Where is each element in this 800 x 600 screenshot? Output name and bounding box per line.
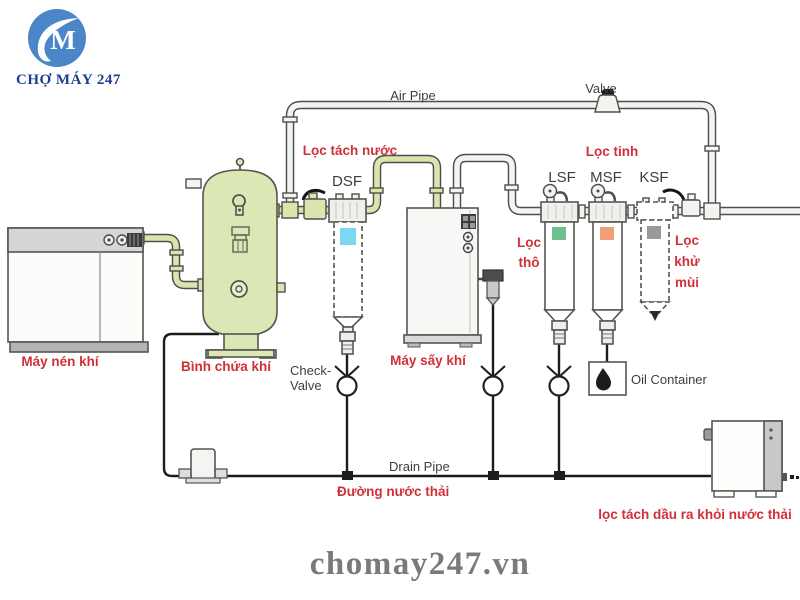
- check-valve-dsf: [334, 365, 360, 397]
- air-tank: [185, 157, 286, 359]
- air-pipe: [282, 105, 720, 212]
- valve-label: Valve: [585, 81, 617, 96]
- ksf-label: KSF: [639, 169, 668, 186]
- ksf-filter: [636, 197, 674, 321]
- oil-water-separator-label: lọc tách dầu ra khỏi nước thải: [598, 507, 791, 522]
- fine-filter-label: Lọc tinh: [586, 144, 639, 159]
- drain-tee: [554, 471, 565, 480]
- drain-tee: [488, 471, 499, 480]
- tank-outlet-tee: [281, 201, 299, 219]
- drain-tee: [342, 471, 353, 480]
- lsf-label: LSF: [548, 169, 576, 186]
- lsf-filter: [540, 183, 579, 345]
- odor-filter-label-1: Lọc: [675, 233, 699, 248]
- logo: M: [28, 9, 86, 67]
- oil-container-label: Oil Container: [631, 372, 708, 387]
- drain-pipe-label: Drain Pipe: [389, 459, 450, 474]
- auto-drain-unit: [178, 448, 228, 484]
- oil-water-separator: [703, 420, 799, 498]
- check-valve-lsf: [546, 365, 572, 397]
- msf-filter: [588, 183, 627, 345]
- water-trap-filter-label: Lọc tách nước: [303, 143, 398, 158]
- dryer-side-filter: [478, 269, 504, 306]
- check-valve-label-2: Valve: [290, 378, 322, 393]
- logo-swoosh: [37, 18, 79, 62]
- air-pipe-valve-icon: [594, 89, 621, 113]
- coarse-filter-label-1: Lọc: [517, 235, 541, 250]
- ksf-outlet-valve-icon: [662, 188, 701, 217]
- air-tank-label: Bình chứa khí: [181, 359, 272, 374]
- website-footer: chomay247.vn: [310, 546, 531, 582]
- oil-container: [588, 361, 627, 396]
- air-pipe-label: Air Pipe: [390, 88, 436, 103]
- dsf-indicator: [340, 228, 356, 245]
- dsf-filter: [328, 193, 367, 355]
- brand-name: CHỢ MÁY 247: [16, 71, 121, 88]
- check-valve-label-1: Check-: [290, 363, 331, 378]
- lsf-indicator: [552, 227, 566, 240]
- ksf-indicator: [647, 226, 661, 239]
- msf-label: MSF: [590, 169, 622, 186]
- check-valve-dryer: [480, 365, 506, 397]
- dryer-to-filters-pipe: [449, 158, 800, 219]
- air-dryer: [403, 207, 482, 348]
- msf-indicator: [600, 227, 614, 240]
- oil-drop-icon: [596, 368, 611, 391]
- coarse-filter-label-2: thô: [519, 255, 540, 270]
- drain-system: [162, 304, 711, 480]
- tank-drain-port: [230, 280, 248, 298]
- odor-filter-label-2: khử: [674, 254, 700, 269]
- drain-pipe-vi-label: Đường nước thải: [337, 484, 449, 499]
- dsf-label: DSF: [332, 173, 362, 190]
- tank-outlet-valve-icon: [301, 188, 327, 220]
- compressor-label: Máy nén khí: [21, 354, 100, 369]
- odor-filter-label-3: mùi: [675, 275, 699, 290]
- filter-line-tee: [703, 202, 721, 220]
- logo-monogram: M: [50, 25, 75, 55]
- tank-gauge: [232, 194, 246, 208]
- air-compressor: [7, 227, 149, 353]
- compressor-to-tank-pipe: [138, 231, 204, 292]
- air-dryer-label: Máy sấy khí: [390, 353, 467, 368]
